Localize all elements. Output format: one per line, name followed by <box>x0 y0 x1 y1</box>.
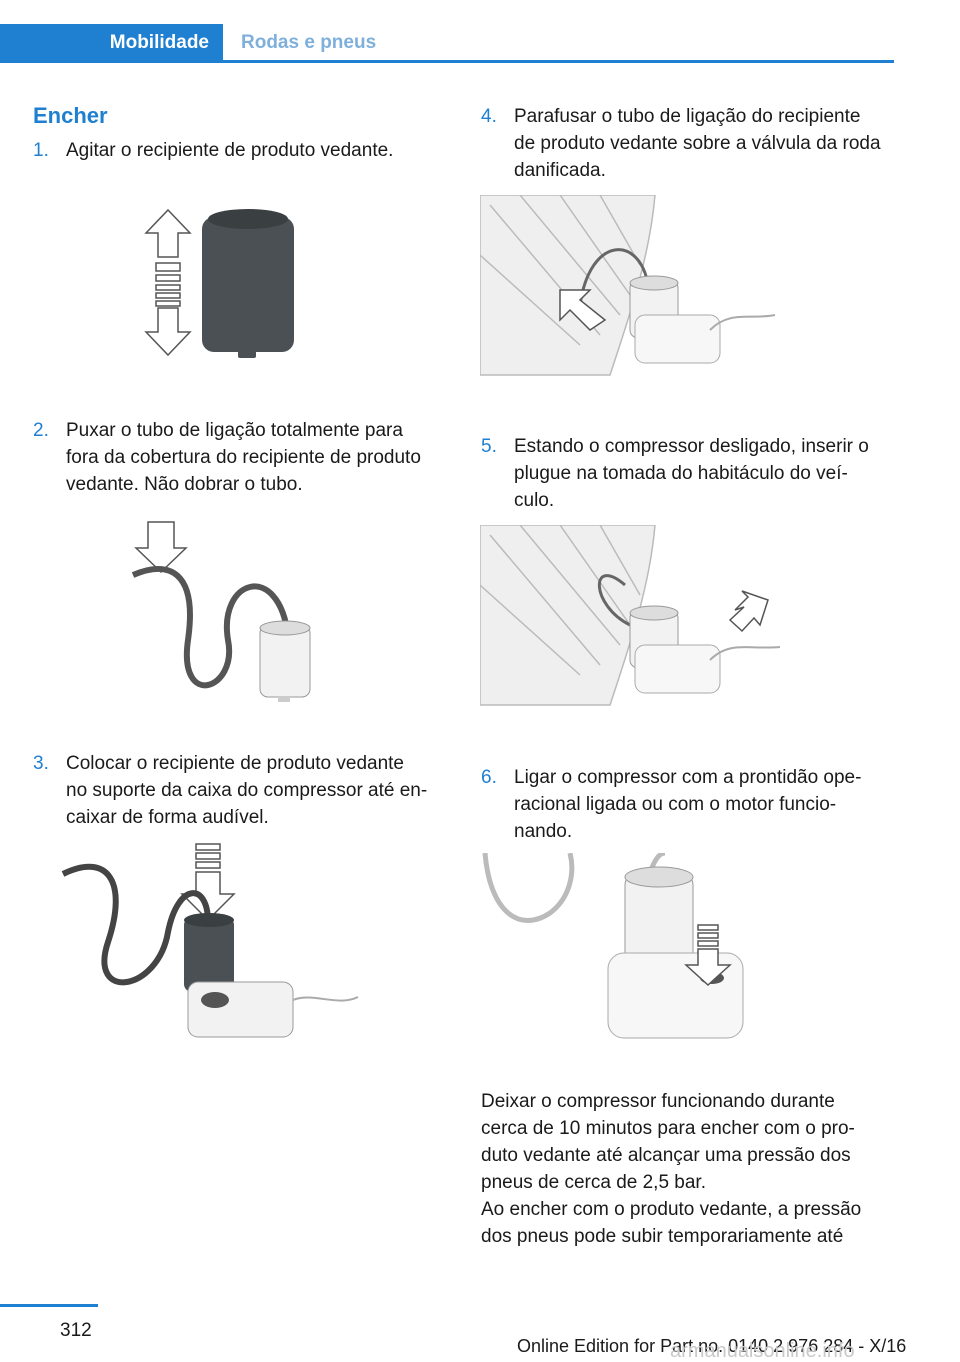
plug-in-illustration <box>480 525 780 706</box>
step-number: 5. <box>481 436 497 457</box>
canister-icon <box>202 209 294 358</box>
step-text: Estando o compressor desligado, inserir … <box>514 436 869 511</box>
step-number: 1. <box>33 140 49 161</box>
canister-icon <box>624 866 694 969</box>
tube-icon <box>597 574 631 627</box>
step-text: Agitar o recipiente de produto vedante. <box>66 140 394 161</box>
tab-mobilidade[interactable]: Mobilidade <box>0 24 223 61</box>
page-number: 312 <box>60 1320 92 1341</box>
tube-icon <box>61 863 211 986</box>
paragraph-pressure-note: Ao encher com o produto vedante, a press… <box>481 1199 862 1247</box>
wheel-icon <box>480 525 656 706</box>
insert-canister-illustration <box>61 843 359 1038</box>
edition-note: Online Edition for Part no. 0140 2 976 2… <box>517 1336 907 1356</box>
connect-valve-illustration <box>480 195 776 376</box>
arrow-icon <box>559 289 607 331</box>
power-cable-icon <box>709 646 780 661</box>
down-arrow-icon <box>684 924 732 987</box>
canister-icon <box>184 913 234 992</box>
arrow-icon <box>728 590 769 633</box>
compressor-icon <box>187 981 294 1038</box>
tab-rodas-e-pneus[interactable]: Rodas e pneus <box>241 31 377 53</box>
page-header: Mobilidade Rodas e pneus <box>0 0 894 64</box>
compressor-icon <box>634 644 721 694</box>
step-number: 3. <box>33 753 49 774</box>
step-text: Puxar o tubo de ligação totalmente para … <box>66 420 421 495</box>
step-number: 2. <box>33 420 49 441</box>
paragraph-fill-duration: Deixar o compressor funcionando durante … <box>481 1091 855 1193</box>
section-title: Encher <box>33 103 108 128</box>
tube-icon <box>578 248 650 306</box>
step-number: 4. <box>481 106 497 127</box>
double-arrow-icon <box>144 208 192 357</box>
step-text: Parafusar o tubo de ligação do recipient… <box>514 106 881 181</box>
power-cable-icon <box>709 314 776 331</box>
switch-on-illustration <box>482 853 744 1039</box>
shake-canister-illustration <box>144 208 294 358</box>
canister-icon <box>259 620 311 702</box>
step-text: Ligar o compressor com a prontidão ope‐ … <box>514 767 862 842</box>
power-cable-icon <box>292 996 359 1002</box>
step-text: Colocar o recipiente de produto vedante … <box>66 753 428 828</box>
wheel-icon <box>480 195 656 376</box>
tube-icon <box>482 853 575 923</box>
watermark: armanualsonline.info <box>670 1340 855 1362</box>
compressor-icon <box>634 314 721 364</box>
footer-divider <box>0 1304 98 1307</box>
header-divider <box>0 60 894 63</box>
pull-tube-illustration <box>131 521 311 702</box>
down-arrow-icon <box>134 521 188 574</box>
tube-icon <box>131 565 291 689</box>
step-number: 6. <box>481 767 497 788</box>
